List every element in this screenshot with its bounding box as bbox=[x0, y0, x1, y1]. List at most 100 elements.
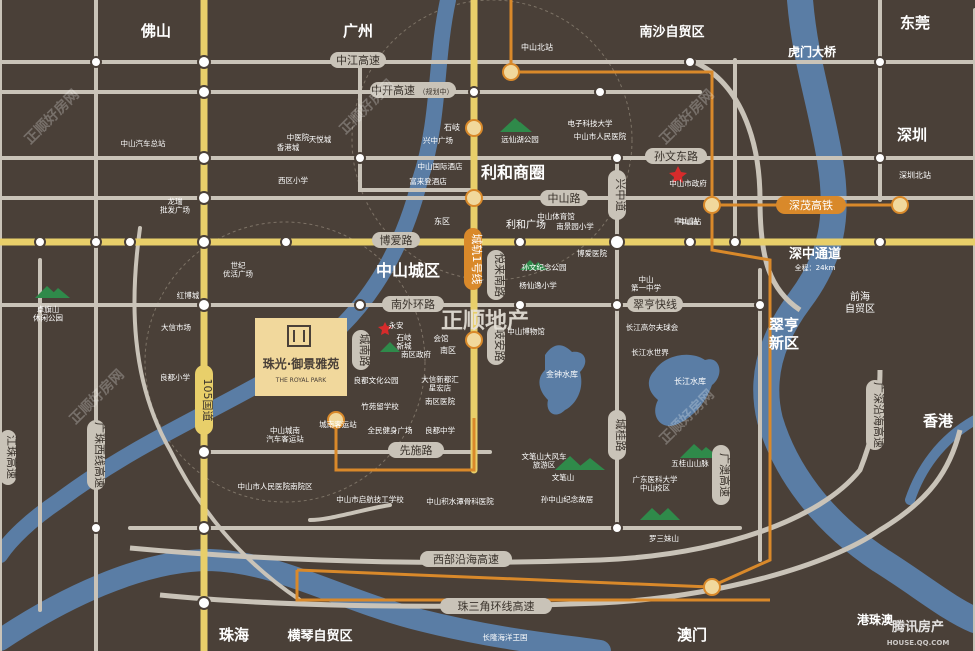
poi-label: 中山城南汽车客运站 bbox=[266, 425, 304, 444]
poi-label: 卓旗山休闲公园 bbox=[33, 304, 63, 323]
road-label-guangao: 广澳高速 bbox=[718, 453, 732, 497]
poi-label: 龙瑞批发广场 bbox=[160, 196, 190, 215]
station-zhongshan-north: 中山北站 bbox=[521, 42, 553, 52]
road-label-xianshi: 先施路 bbox=[400, 444, 433, 457]
city-hengqin: 横琴自贸区 bbox=[287, 628, 352, 644]
road-label-pearl-ring: 珠三角环线高速 bbox=[458, 599, 535, 613]
poi-label: 中山市启航技工学校 bbox=[336, 494, 404, 504]
road-label-zhongjiang: 中江高速 bbox=[336, 53, 380, 67]
poi-label: 孙文纪念公园 bbox=[522, 262, 567, 272]
poi-label: 长隆海洋王国 bbox=[483, 632, 528, 642]
watermark-text: 正顺地产 bbox=[441, 309, 529, 334]
poi-label: 广东医科大学中山校区 bbox=[633, 474, 678, 493]
poi-label: 电子科技大学 bbox=[568, 118, 613, 128]
lake-changjiang: 长江水库 bbox=[674, 376, 706, 386]
poi-label: 博爱医院 bbox=[577, 248, 607, 258]
poi-label: 世纪优活广场 bbox=[223, 260, 253, 279]
poi-label: 良都中学 bbox=[425, 425, 455, 435]
poi-label: 中山站 bbox=[679, 216, 702, 226]
road-label-sunwen-east: 孙文东路 bbox=[654, 149, 698, 163]
poi-label: 中山体育馆 bbox=[537, 211, 575, 221]
road-label-xingzhong: 兴中道 bbox=[614, 179, 628, 212]
mountain-icons bbox=[35, 118, 720, 520]
poi-label: 中山市人民医院南院区 bbox=[238, 481, 313, 491]
road-label-jiangzhu: 江珠高速 bbox=[5, 435, 19, 479]
watermark-text: HOUSE.QQ.COM bbox=[887, 639, 950, 647]
poi-label: 中医院 bbox=[287, 132, 310, 142]
poi-label: 良都小学 bbox=[160, 372, 190, 382]
poi-label: 中山积水潭骨科医院 bbox=[426, 496, 494, 506]
poi-label: 会馆 bbox=[434, 333, 449, 343]
watermark-text: 腾讯房产 bbox=[891, 619, 944, 635]
city-hongkong: 香港 bbox=[923, 412, 954, 430]
city-shenzhen: 深圳 bbox=[897, 126, 927, 144]
poi-label: 城南客运站 bbox=[319, 419, 357, 429]
road-label-chenggui: 城桂路 bbox=[614, 419, 628, 452]
poi-label: 五桂山山脉 bbox=[671, 458, 709, 468]
poi-label: 中山市政府 bbox=[669, 178, 707, 188]
poi-label: 孙中山纪念故居 bbox=[541, 494, 594, 504]
city-humen-bridge: 虎门大桥 bbox=[788, 44, 837, 59]
station-lihe-plaza: 利和广场 bbox=[506, 218, 546, 231]
poi-label: 中山博物馆 bbox=[507, 326, 545, 336]
road-label-zhongkai-note: （规划中） bbox=[419, 87, 454, 96]
road-label-boai: 博爱路 bbox=[380, 234, 413, 247]
poi-label: 天悦城 bbox=[309, 134, 332, 144]
poi-label: 中山市人民医院 bbox=[574, 131, 627, 141]
road-label-105: 105国道 bbox=[201, 379, 215, 422]
road-label-shenzhong-len: 全程：24km bbox=[795, 263, 836, 272]
poi-label: 红博城 bbox=[177, 290, 200, 300]
poi-label: 远仙湖公园 bbox=[501, 134, 539, 144]
poi-label: 兴中广场 bbox=[423, 135, 453, 145]
poi-label: 南区政府 bbox=[401, 349, 431, 359]
road-label-nanwai: 南外环路 bbox=[391, 298, 435, 311]
road-label-chengnan: 城南路 bbox=[358, 334, 371, 367]
station-east-area: 东区 bbox=[434, 216, 450, 226]
city-guangzhou: 广州 bbox=[343, 22, 373, 40]
poi-label: 长江高尔夫球会 bbox=[626, 322, 679, 332]
poi-label: 中山汽车总站 bbox=[121, 138, 166, 148]
project-badge[interactable]: 珠光·御景雅苑 THE ROYAL PARK bbox=[255, 318, 347, 396]
road-label-chengqing: 城轨1号线 bbox=[470, 234, 484, 285]
project-name-en: THE ROYAL PARK bbox=[275, 377, 328, 384]
road-label-shenmao: 深茂高铁 bbox=[789, 198, 833, 212]
road-label-qian: 岐安路 bbox=[493, 329, 507, 362]
project-name: 珠光·御景雅苑 bbox=[263, 356, 340, 371]
city-nansha: 南沙自贸区 bbox=[639, 24, 704, 40]
road-label-shenzhong: 深中通道 bbox=[789, 246, 841, 262]
station-zhongshan: 中山站 bbox=[674, 216, 698, 226]
road-label-guangzhu-west: 广珠西线高速 bbox=[93, 422, 107, 488]
poi-label: 南景园小学 bbox=[556, 221, 594, 231]
poi-label: 西区小学 bbox=[278, 175, 308, 185]
station-south-area: 南区 bbox=[440, 345, 456, 355]
poi-label: 大信市场 bbox=[161, 322, 191, 332]
station-shiqi: 石岐 bbox=[444, 122, 460, 132]
district-lihe: 利和商圈 bbox=[481, 163, 545, 182]
poi-label: 全民健身广场 bbox=[368, 425, 413, 435]
poi-label: 长江水世界 bbox=[631, 347, 669, 357]
road-label-zhongshan: 中山路 bbox=[548, 192, 581, 205]
HJ-logo-icon bbox=[287, 325, 311, 347]
poi-label: 永安 bbox=[389, 320, 404, 330]
poi-label: 罗三妹山 bbox=[649, 533, 679, 543]
poi-label: 中山国际酒店 bbox=[418, 161, 463, 171]
district-cuiheng: 翠亨新区 bbox=[769, 316, 799, 352]
poi-label: 杨仙逸小学 bbox=[519, 280, 557, 290]
poi-label: 富来登酒店 bbox=[409, 176, 447, 186]
lake-shapes bbox=[539, 345, 720, 426]
poi-label: 文笔山 bbox=[552, 472, 575, 482]
poi-label: 中山第一中学 bbox=[631, 274, 661, 293]
city-zhuhai: 珠海 bbox=[219, 626, 249, 644]
poi-label: 石岐新城 bbox=[397, 332, 412, 351]
station-shenzhen-north: 深圳北站 bbox=[899, 170, 931, 180]
city-dongguan: 东莞 bbox=[900, 14, 930, 32]
city-qianhai: 前海自贸区 bbox=[845, 290, 875, 315]
city-foshan: 佛山 bbox=[140, 22, 171, 40]
lake-jinzhong: 金钟水库 bbox=[546, 369, 578, 379]
poi-label: 良都文化公园 bbox=[354, 375, 399, 385]
poi-label: 香港城 bbox=[277, 142, 300, 152]
poi-label: 文笔山大风车旅游区 bbox=[522, 451, 567, 470]
poi-label: 竹苑留学校 bbox=[361, 401, 399, 411]
road-label-guangshen-coast: 广深沿海高速 bbox=[872, 382, 886, 448]
